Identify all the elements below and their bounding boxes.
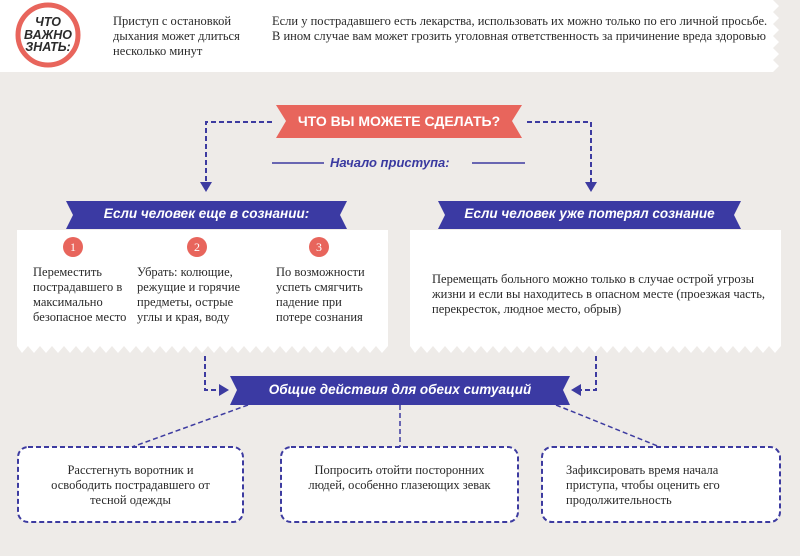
unconscious-ribbon xyxy=(438,201,741,229)
step-number-circle xyxy=(63,237,83,257)
action-text: Зафиксировать время начала приступа, что… xyxy=(566,463,720,507)
step-number: 1 xyxy=(70,240,76,254)
question-banner xyxy=(276,105,522,138)
action-text: Расстегнуть воротник и освободить постра… xyxy=(51,463,210,507)
arrow-right-down xyxy=(585,182,597,192)
step-text: Убрать: колющие, режущие и горячие предм… xyxy=(137,265,241,324)
action-text: Попросить отойти посторонних людей, особ… xyxy=(308,463,491,492)
conscious-panel xyxy=(17,230,388,353)
arrow-mid-right xyxy=(571,384,581,396)
step-number: 2 xyxy=(194,240,200,254)
step-text: По возможности успеть смягчить падение п… xyxy=(276,265,365,324)
step-number: 3 xyxy=(316,240,322,254)
badge-line: ЗНАТЬ: xyxy=(25,40,71,54)
arrow-left-down xyxy=(200,182,212,192)
step-number-circle xyxy=(187,237,207,257)
middle-connectors xyxy=(204,356,597,391)
info-column-1: Приступ с остановкой дыхания может длить… xyxy=(113,14,240,58)
unconscious-title: Если человек уже потерял сознание xyxy=(464,206,715,221)
info-panel xyxy=(0,0,779,72)
badge-label: ЧТО ВАЖНО ЗНАТЬ: xyxy=(18,16,78,54)
step-text: Переместить пострадавшего в максимально … xyxy=(33,265,127,324)
conscious-title: Если человек еще в сознании: xyxy=(103,206,310,221)
top-connectors xyxy=(205,121,592,184)
fan-connectors xyxy=(131,404,661,448)
common-title: Общие действия для обеих ситуаций xyxy=(268,382,532,397)
badge-line: ВАЖНО xyxy=(24,27,72,42)
step-number-circle xyxy=(309,237,329,257)
unconscious-panel xyxy=(410,230,781,353)
important-badge xyxy=(15,2,81,68)
question-title: ЧТО ВЫ МОЖЕТЕ СДЕЛАТЬ? xyxy=(297,113,501,129)
action-boxes xyxy=(17,446,781,523)
badge-line: ЧТО xyxy=(34,15,62,29)
info-column-2: Если у пострадавшего есть лекарства, исп… xyxy=(272,14,768,43)
conscious-ribbon xyxy=(66,201,347,229)
unconscious-text: Перемещать больного можно только в случа… xyxy=(432,272,766,316)
onset-label: Начало приступа: xyxy=(330,155,450,170)
common-ribbon xyxy=(230,376,570,405)
arrow-mid-left xyxy=(219,384,229,396)
